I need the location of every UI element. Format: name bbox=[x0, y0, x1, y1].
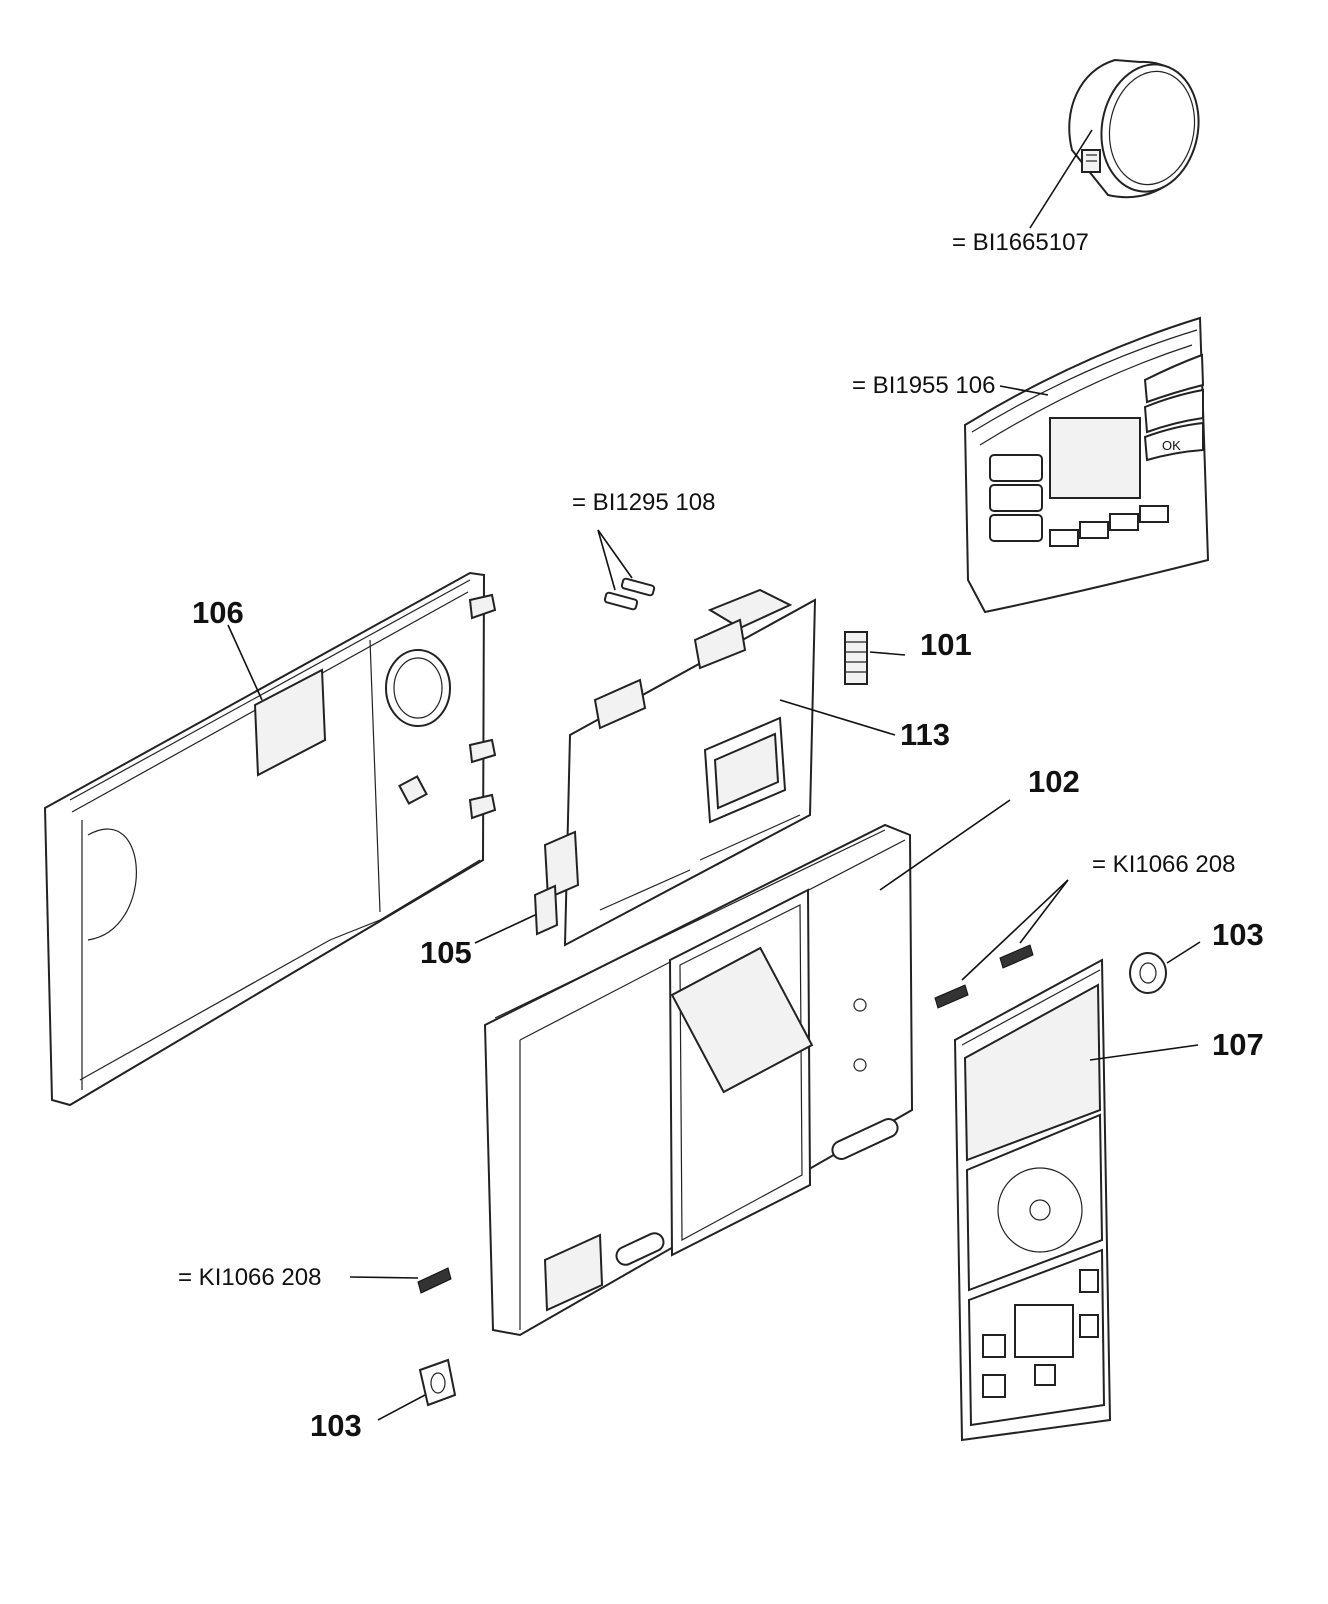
callout-107: 107 bbox=[1212, 1027, 1264, 1062]
back-housing bbox=[43, 571, 497, 1107]
grommet-bottom bbox=[418, 1358, 457, 1407]
round-sensor bbox=[1068, 58, 1200, 199]
fuses bbox=[603, 577, 656, 611]
circuit-board bbox=[533, 588, 817, 947]
callout-bi1295108: = BI1295 108 bbox=[572, 489, 715, 516]
callout-kl1066208-right: = KI1066 208 bbox=[1092, 851, 1235, 878]
leader-line bbox=[869, 651, 906, 656]
leader-line bbox=[227, 624, 263, 701]
leader-line bbox=[1089, 1044, 1199, 1061]
callout-kl1066208-left: = KI1066 208 bbox=[178, 1264, 321, 1291]
leader-line bbox=[349, 1276, 419, 1279]
leader-line bbox=[999, 385, 1049, 396]
cable-clamp-right bbox=[934, 944, 1034, 1009]
callout-bi1955106: = BI1955 106 bbox=[852, 372, 995, 399]
grommet-right bbox=[1129, 952, 1167, 994]
callout-101: 101 bbox=[920, 627, 972, 662]
leader-line bbox=[474, 914, 536, 944]
callout-105: 105 bbox=[420, 935, 472, 970]
terminal-101 bbox=[844, 631, 868, 685]
leader-line bbox=[597, 529, 616, 591]
front-housing bbox=[483, 823, 914, 1337]
leader-line bbox=[961, 879, 1069, 981]
leader-line bbox=[597, 529, 633, 579]
leader-line bbox=[879, 799, 1011, 891]
leader-line bbox=[377, 1394, 426, 1421]
front-cover bbox=[953, 958, 1112, 1442]
cable-clamp-left bbox=[417, 1267, 452, 1294]
leader-line bbox=[1166, 941, 1201, 964]
callout-103-right: 103 bbox=[1212, 917, 1264, 952]
leader-line bbox=[1019, 879, 1069, 944]
controller-panel: OK bbox=[963, 316, 1210, 614]
leader-line bbox=[1029, 129, 1093, 229]
callout-bi1665107: = BI1665107 bbox=[952, 229, 1089, 256]
leader-line bbox=[779, 699, 896, 736]
callout-103-bottom: 103 bbox=[310, 1408, 362, 1443]
callout-106: 106 bbox=[192, 595, 244, 630]
callout-102: 102 bbox=[1028, 764, 1080, 799]
ok-button-label: OK bbox=[1162, 438, 1181, 453]
callout-113: 113 bbox=[900, 717, 950, 752]
